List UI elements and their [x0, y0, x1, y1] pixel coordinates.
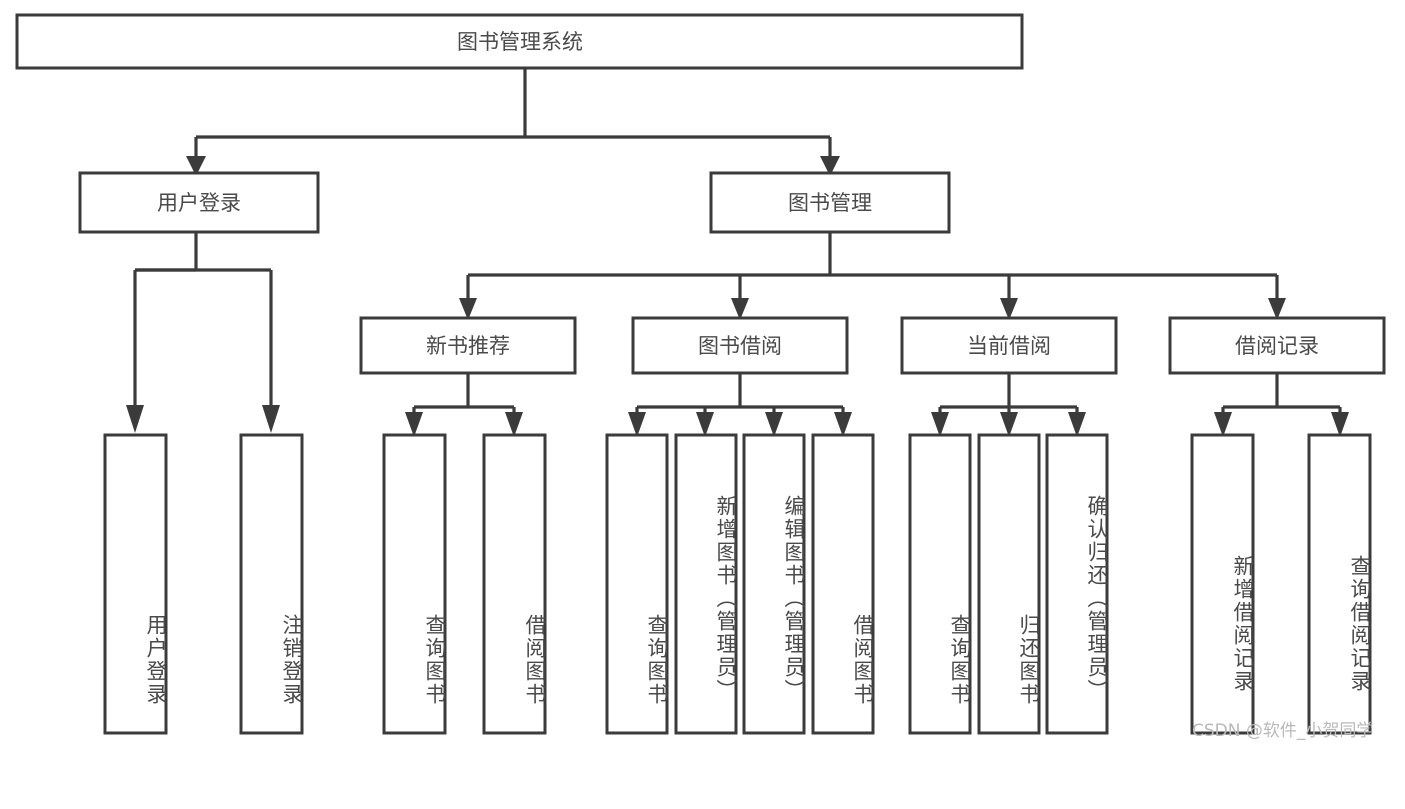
node-borrow-label: 图书借阅	[698, 334, 782, 358]
arrow-head-leaf7	[765, 412, 783, 437]
diagram-canvas: 图书管理系统 用户登录 图书管理 新书推荐 图书借阅 当前借阅 借阅记录	[15, 13, 1386, 735]
arrow-head-leaf3	[405, 412, 423, 437]
arrow-head-leaf13	[1331, 412, 1349, 437]
arrow-head-records	[1268, 298, 1286, 320]
arrow-head-newbook	[459, 298, 477, 320]
csdn-watermark: CSDN @软件_小贺同学	[1192, 721, 1374, 741]
node-leaf8[interactable]	[811, 433, 875, 735]
node-root-label: 图书管理系统	[457, 30, 583, 54]
arrow-head-borrow	[731, 298, 749, 320]
node-records[interactable]	[1168, 316, 1386, 375]
node-root[interactable]	[15, 13, 1024, 70]
node-login[interactable]	[78, 171, 320, 234]
node-current[interactable]	[900, 316, 1118, 375]
arrow-head-leaf9	[931, 412, 949, 437]
node-leaf7[interactable]	[742, 433, 806, 735]
node-leaf12[interactable]	[1190, 433, 1255, 735]
arrow-head-leaf10	[1000, 412, 1018, 437]
node-current-label: 当前借阅	[967, 334, 1051, 358]
node-leaf9[interactable]	[908, 433, 972, 735]
node-leaf3[interactable]	[382, 433, 447, 735]
node-newbook-label: 新书推荐	[426, 334, 510, 358]
node-leaf5[interactable]	[605, 433, 669, 735]
arrow-head-leaf5	[628, 412, 646, 437]
horizontal-label-layer: 图书管理系统 用户登录 图书管理 新书推荐 图书借阅 当前借阅 借阅记录	[157, 30, 1319, 358]
node-leaf2[interactable]	[239, 433, 304, 735]
arrow-head-leaf8	[834, 412, 852, 437]
node-bookmgmt-label: 图书管理	[788, 191, 872, 215]
arrow-head-login	[186, 156, 206, 176]
node-records-label: 借阅记录	[1235, 334, 1319, 358]
arrow-head-leaf11	[1068, 412, 1086, 437]
arrow-head-current	[1000, 298, 1018, 320]
node-leaf6[interactable]	[674, 433, 738, 735]
node-leaf11[interactable]	[1045, 433, 1109, 735]
node-newbook[interactable]	[359, 316, 577, 375]
arrow-head-leaf1	[126, 405, 144, 433]
node-leaf13[interactable]	[1307, 433, 1372, 735]
arrow-head-leaf12	[1214, 412, 1232, 437]
node-leaf1[interactable]	[103, 433, 168, 735]
arrow-head-bookmgmt	[820, 156, 840, 176]
node-borrow[interactable]	[631, 316, 849, 375]
node-layer	[15, 13, 1386, 735]
arrow-head-leaf2	[262, 405, 280, 433]
node-leaf10[interactable]	[977, 433, 1041, 735]
node-login-label: 用户登录	[157, 191, 241, 215]
arrow-head-leaf6	[696, 412, 714, 437]
hierarchy-diagram: 图书管理系统 用户登录 图书管理 新书推荐 图书借阅 当前借阅 借阅记录 用户登…	[15, 13, 1386, 741]
connector-layer	[126, 68, 1349, 437]
arrow-head-leaf4	[505, 412, 523, 437]
node-leaf4[interactable]	[482, 433, 547, 735]
node-bookmgmt[interactable]	[709, 171, 951, 234]
